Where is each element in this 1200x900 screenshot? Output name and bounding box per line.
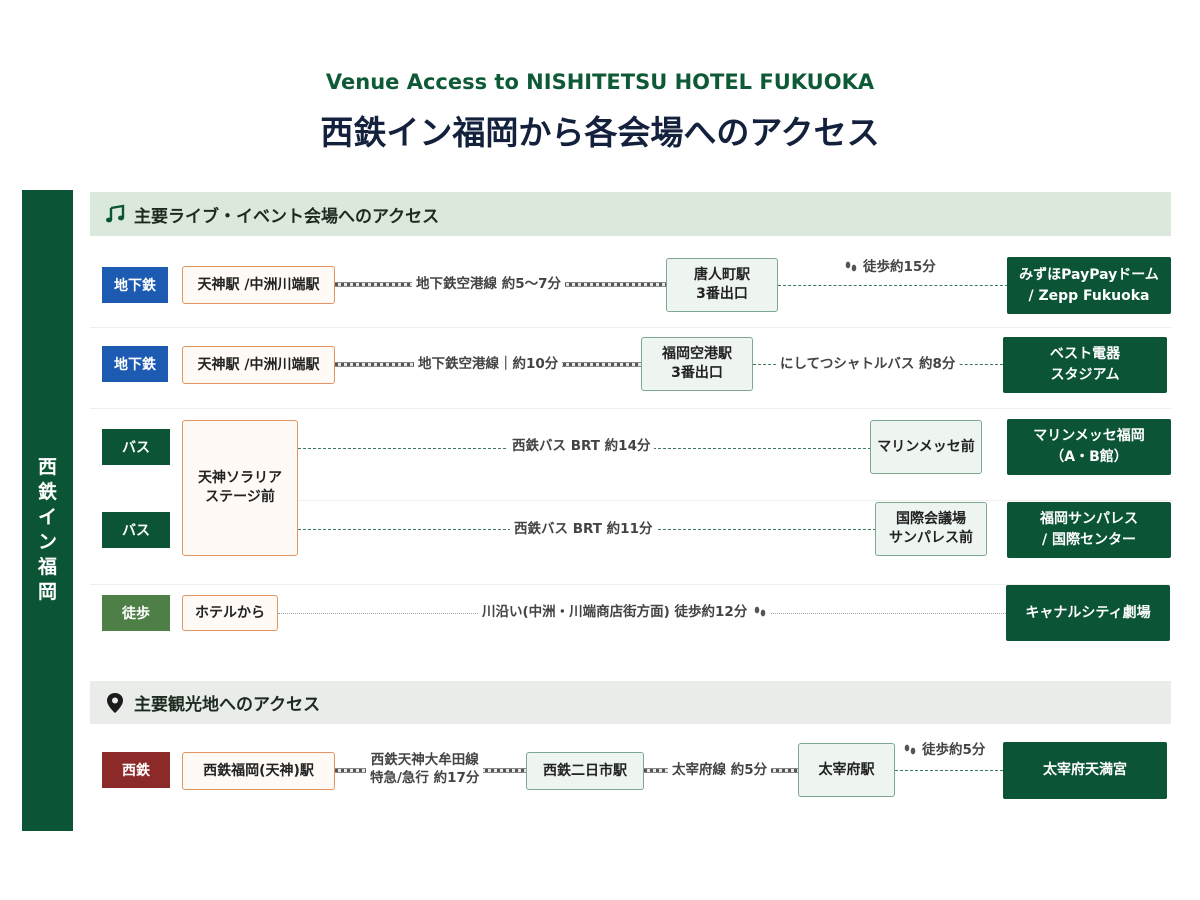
leg-label: 地下鉄空港線 約5〜7分 [412,275,565,293]
origin-tenjin-solaria: 天神ソラリアステージ前 [182,420,298,556]
leg-label: 太宰府線 約5分 [668,761,772,779]
map-pin-icon [104,692,126,714]
destination-best-denki-stadium: ベスト電器スタジアム [1003,337,1167,393]
mode-badge-subway: 地下鉄 [102,267,168,303]
mode-badge-nishitetsu: 西鉄 [102,752,170,788]
transfer-dazaifu-station: 太宰府駅 [798,743,895,797]
divider [90,327,1171,328]
destination-paypay-dome: みずほPayPayドーム/ Zepp Fukuoka [1007,257,1171,314]
page-subtitle: Venue Access to NISHITETSU HOTEL FUKUOKA [325,70,875,94]
leg-label: 西鉄バス BRT 約14分 [508,437,655,455]
footprints-icon [903,743,917,757]
destination-marine-messe: マリンメッセ福岡（A・B館） [1007,419,1171,475]
leg-label: 西鉄天神大牟田線特急/急行 約17分 [366,751,484,787]
section-live-header: 主要ライブ・イベント会場へのアクセス [90,192,1171,236]
origin-nishitetsu-fukuoka: 西鉄福岡(天神)駅 [182,752,335,790]
divider [298,500,1171,501]
section-sightseeing-header: 主要観光地へのアクセス [90,681,1171,724]
destination-sunpalace: 福岡サンパレス/ 国際センター [1007,502,1171,558]
walk-label: 徒歩約15分 [840,258,940,276]
footprints-icon [753,605,767,619]
origin-tenjin-station: 天神駅 /中洲川端駅 [182,266,335,304]
mode-badge-bus: バス [102,429,170,465]
mode-badge-bus: バス [102,512,170,548]
walk-label: 徒歩約5分 [899,741,989,759]
mode-badge-subway: 地下鉄 [102,346,168,382]
sidebar-label: 西鉄イン福岡 [37,456,57,603]
walk-line [895,770,1003,771]
destination-dazaifu-tenmangu: 太宰府天満宮 [1003,742,1167,799]
leg-label: 西鉄バス BRT 約11分 [510,520,657,538]
divider [90,408,1171,409]
walk-line [778,285,1008,286]
music-note-icon [104,203,126,225]
divider [90,584,1171,585]
footprints-icon [844,260,858,274]
leg-label: にしてつシャトルバス 約8分 [776,355,960,373]
page-title: 西鉄イン福岡から各会場へのアクセス [320,113,880,152]
transfer-kokusai-kaigijo: 国際会議場サンパレス前 [875,502,987,556]
origin-tenjin-station: 天神駅 /中洲川端駅 [182,346,335,384]
transfer-futsukaichi: 西鉄二日市駅 [526,752,644,790]
walk-label: 川沿い(中洲・川端商店街方面) 徒歩約12分 [478,603,772,621]
section-sightseeing-title: 主要観光地へのアクセス [134,695,321,715]
mode-badge-walk: 徒歩 [102,595,170,631]
transfer-marine-messe-mae: マリンメッセ前 [870,420,982,474]
origin-hotel: ホテルから [182,595,278,631]
section-live-title: 主要ライブ・イベント会場へのアクセス [134,206,440,227]
sidebar-bar [22,190,73,831]
leg-label: 地下鉄空港線｜約10分 [414,355,563,373]
destination-canal-city: キャナルシティ劇場 [1006,585,1170,641]
